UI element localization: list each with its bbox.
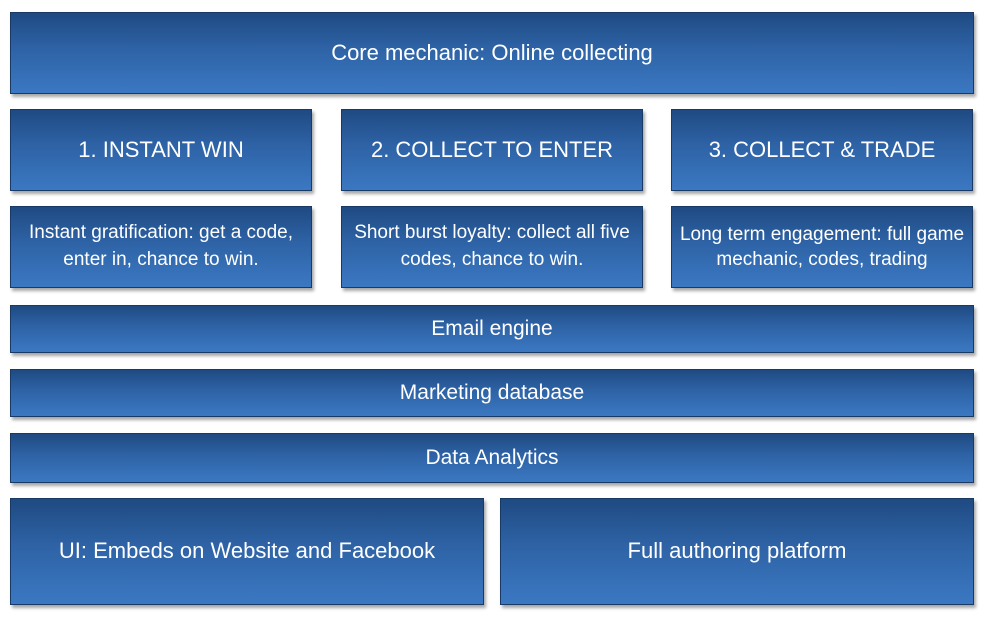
- tier-title: 3. COLLECT & TRADE: [708, 136, 936, 162]
- tier-collect-to-enter-description-box: Short burst loyalty: collect all five co…: [341, 206, 643, 288]
- tier-title: 2. COLLECT TO ENTER: [370, 136, 614, 162]
- core-mechanic-box: Core mechanic: Online collecting: [10, 12, 974, 94]
- data-analytics-label: Data Analytics: [425, 446, 559, 470]
- tier-title: 1. INSTANT WIN: [78, 136, 244, 162]
- data-analytics-box: Data Analytics: [10, 433, 974, 483]
- marketing-database-label: Marketing database: [399, 381, 585, 405]
- tier-collect-and-trade-description-box: Long term engagement: full game mechanic…: [671, 206, 973, 288]
- tier-collect-to-enter-box: 2. COLLECT TO ENTER: [341, 109, 643, 191]
- authoring-platform-label: Full authoring platform: [627, 538, 847, 564]
- authoring-platform-box: Full authoring platform: [500, 498, 974, 605]
- tier-description: Short burst loyalty: collect all five co…: [354, 222, 630, 270]
- core-mechanic-label: Core mechanic: Online collecting: [331, 39, 653, 65]
- tier-collect-and-trade-box: 3. COLLECT & TRADE: [671, 109, 973, 191]
- ui-embeds-box: UI: Embeds on Website and Facebook: [10, 498, 484, 605]
- marketing-database-box: Marketing database: [10, 369, 974, 417]
- ui-embeds-label: UI: Embeds on Website and Facebook: [58, 538, 436, 564]
- tier-instant-win-box: 1. INSTANT WIN: [10, 109, 312, 191]
- tier-description: Long term engagement: full game mechanic…: [679, 223, 965, 270]
- email-engine-box: Email engine: [10, 305, 974, 353]
- email-engine-label: Email engine: [431, 317, 553, 341]
- tier-instant-win-description-box: Instant gratification: get a code, enter…: [10, 206, 312, 288]
- tier-description: Instant gratification: get a code, enter…: [28, 222, 294, 270]
